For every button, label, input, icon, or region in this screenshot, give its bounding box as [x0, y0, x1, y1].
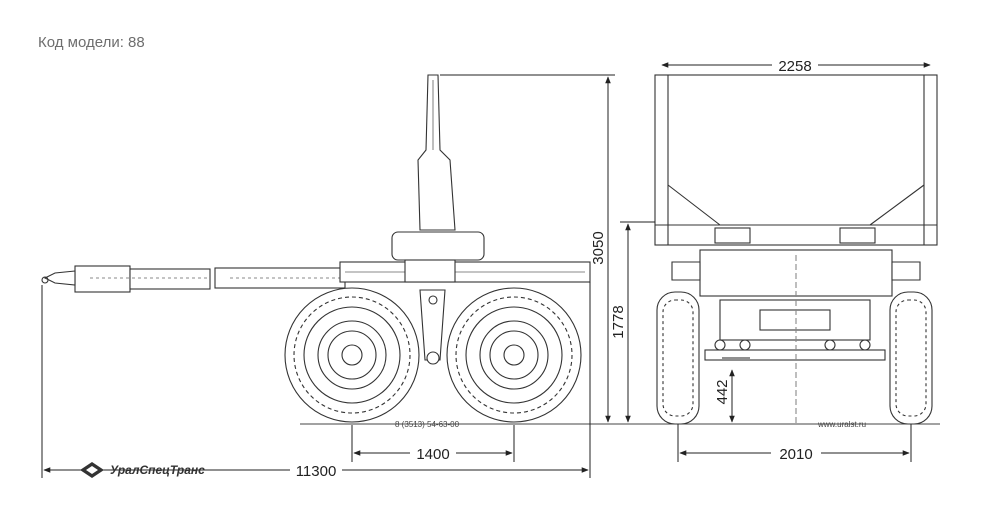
- body-width-text: 2258: [778, 58, 811, 75]
- platform-height-text: 1778: [610, 305, 627, 338]
- side-wheel-front: [284, 287, 420, 423]
- rear-view: [654, 74, 938, 425]
- phone-label: 8 (3513) 54-63-00: [395, 420, 460, 429]
- website-label: www.uralst.ru: [817, 420, 866, 429]
- brand-name: УралСпецТранс: [110, 463, 205, 477]
- clearance-text: 442: [714, 379, 731, 404]
- axle-spacing-text: 1400: [416, 446, 449, 463]
- track-width-text: 2010: [779, 446, 812, 463]
- brand-logo: УралСпецТранс: [80, 462, 205, 478]
- side-view: [41, 74, 591, 423]
- side-wheel-rear: [446, 287, 582, 423]
- bogie-arm: [419, 289, 446, 361]
- stanchion: [391, 74, 485, 283]
- cargo-body: [654, 74, 938, 246]
- drawbar: [41, 265, 346, 293]
- length-dim-text: 11300: [296, 463, 337, 480]
- model-code-label: Код модели: 88: [38, 34, 145, 51]
- max-height-text: 3050: [590, 231, 607, 264]
